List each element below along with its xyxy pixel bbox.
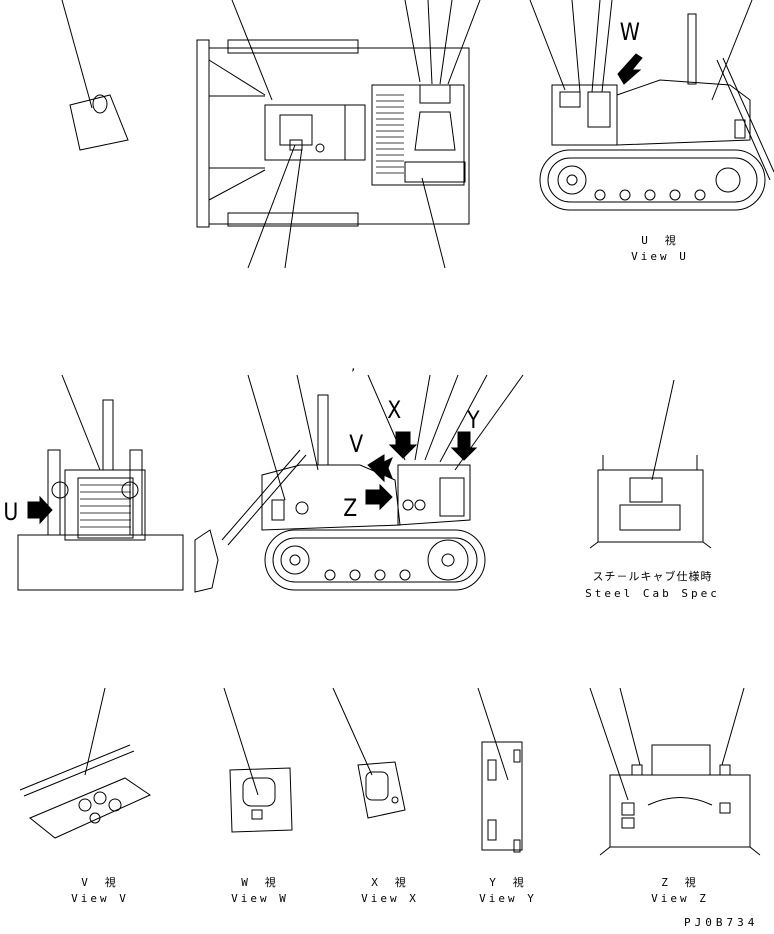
front-view-illustration bbox=[17, 374, 184, 591]
caption-view-x: View X bbox=[361, 892, 419, 905]
caption-view-v-jp: V 視 bbox=[81, 876, 119, 889]
caption-steel-cab-jp: スチ－ルキャブ仕様時 bbox=[592, 570, 713, 583]
view-y-illustration bbox=[477, 687, 523, 853]
view-z-illustration bbox=[589, 687, 761, 856]
caption-steel-cab: Steel Cab Spec bbox=[585, 587, 720, 600]
arrow-letter-w: W bbox=[619, 18, 640, 46]
caption-view-v: View V bbox=[71, 892, 129, 905]
side-view-illustration bbox=[194, 374, 524, 593]
view-u-illustration bbox=[529, 0, 774, 211]
caption-view-y: View Y bbox=[479, 892, 537, 905]
caption-view-u-jp: U 視 bbox=[641, 234, 679, 247]
tick-mark: , bbox=[350, 360, 357, 373]
drawing-code: PJ0B734 bbox=[684, 916, 759, 929]
arrow-letter-v: V bbox=[349, 430, 364, 458]
arrow-letter-y: Y bbox=[467, 406, 480, 434]
arrow-letter-z: Z bbox=[343, 494, 358, 522]
caption-view-z-jp: Z 視 bbox=[661, 876, 699, 889]
steel-cab-illustration bbox=[589, 379, 712, 549]
decal-label-illustration bbox=[61, 0, 129, 151]
arrow-letter-u: U bbox=[3, 498, 19, 526]
view-w-illustration bbox=[223, 687, 293, 833]
caption-view-x-jp: X 視 bbox=[371, 876, 409, 889]
arrow-letter-x: X bbox=[387, 396, 402, 424]
caption-view-w-jp: W 視 bbox=[241, 876, 279, 889]
caption-view-z: View Z bbox=[651, 892, 709, 905]
view-v-illustration bbox=[19, 687, 152, 839]
plan-view-machine bbox=[196, 0, 481, 269]
caption-view-w: View W bbox=[231, 892, 289, 905]
view-x-illustration bbox=[332, 687, 406, 819]
caption-view-u: View U bbox=[631, 250, 689, 263]
caption-view-y-jp: Y 視 bbox=[489, 876, 527, 889]
